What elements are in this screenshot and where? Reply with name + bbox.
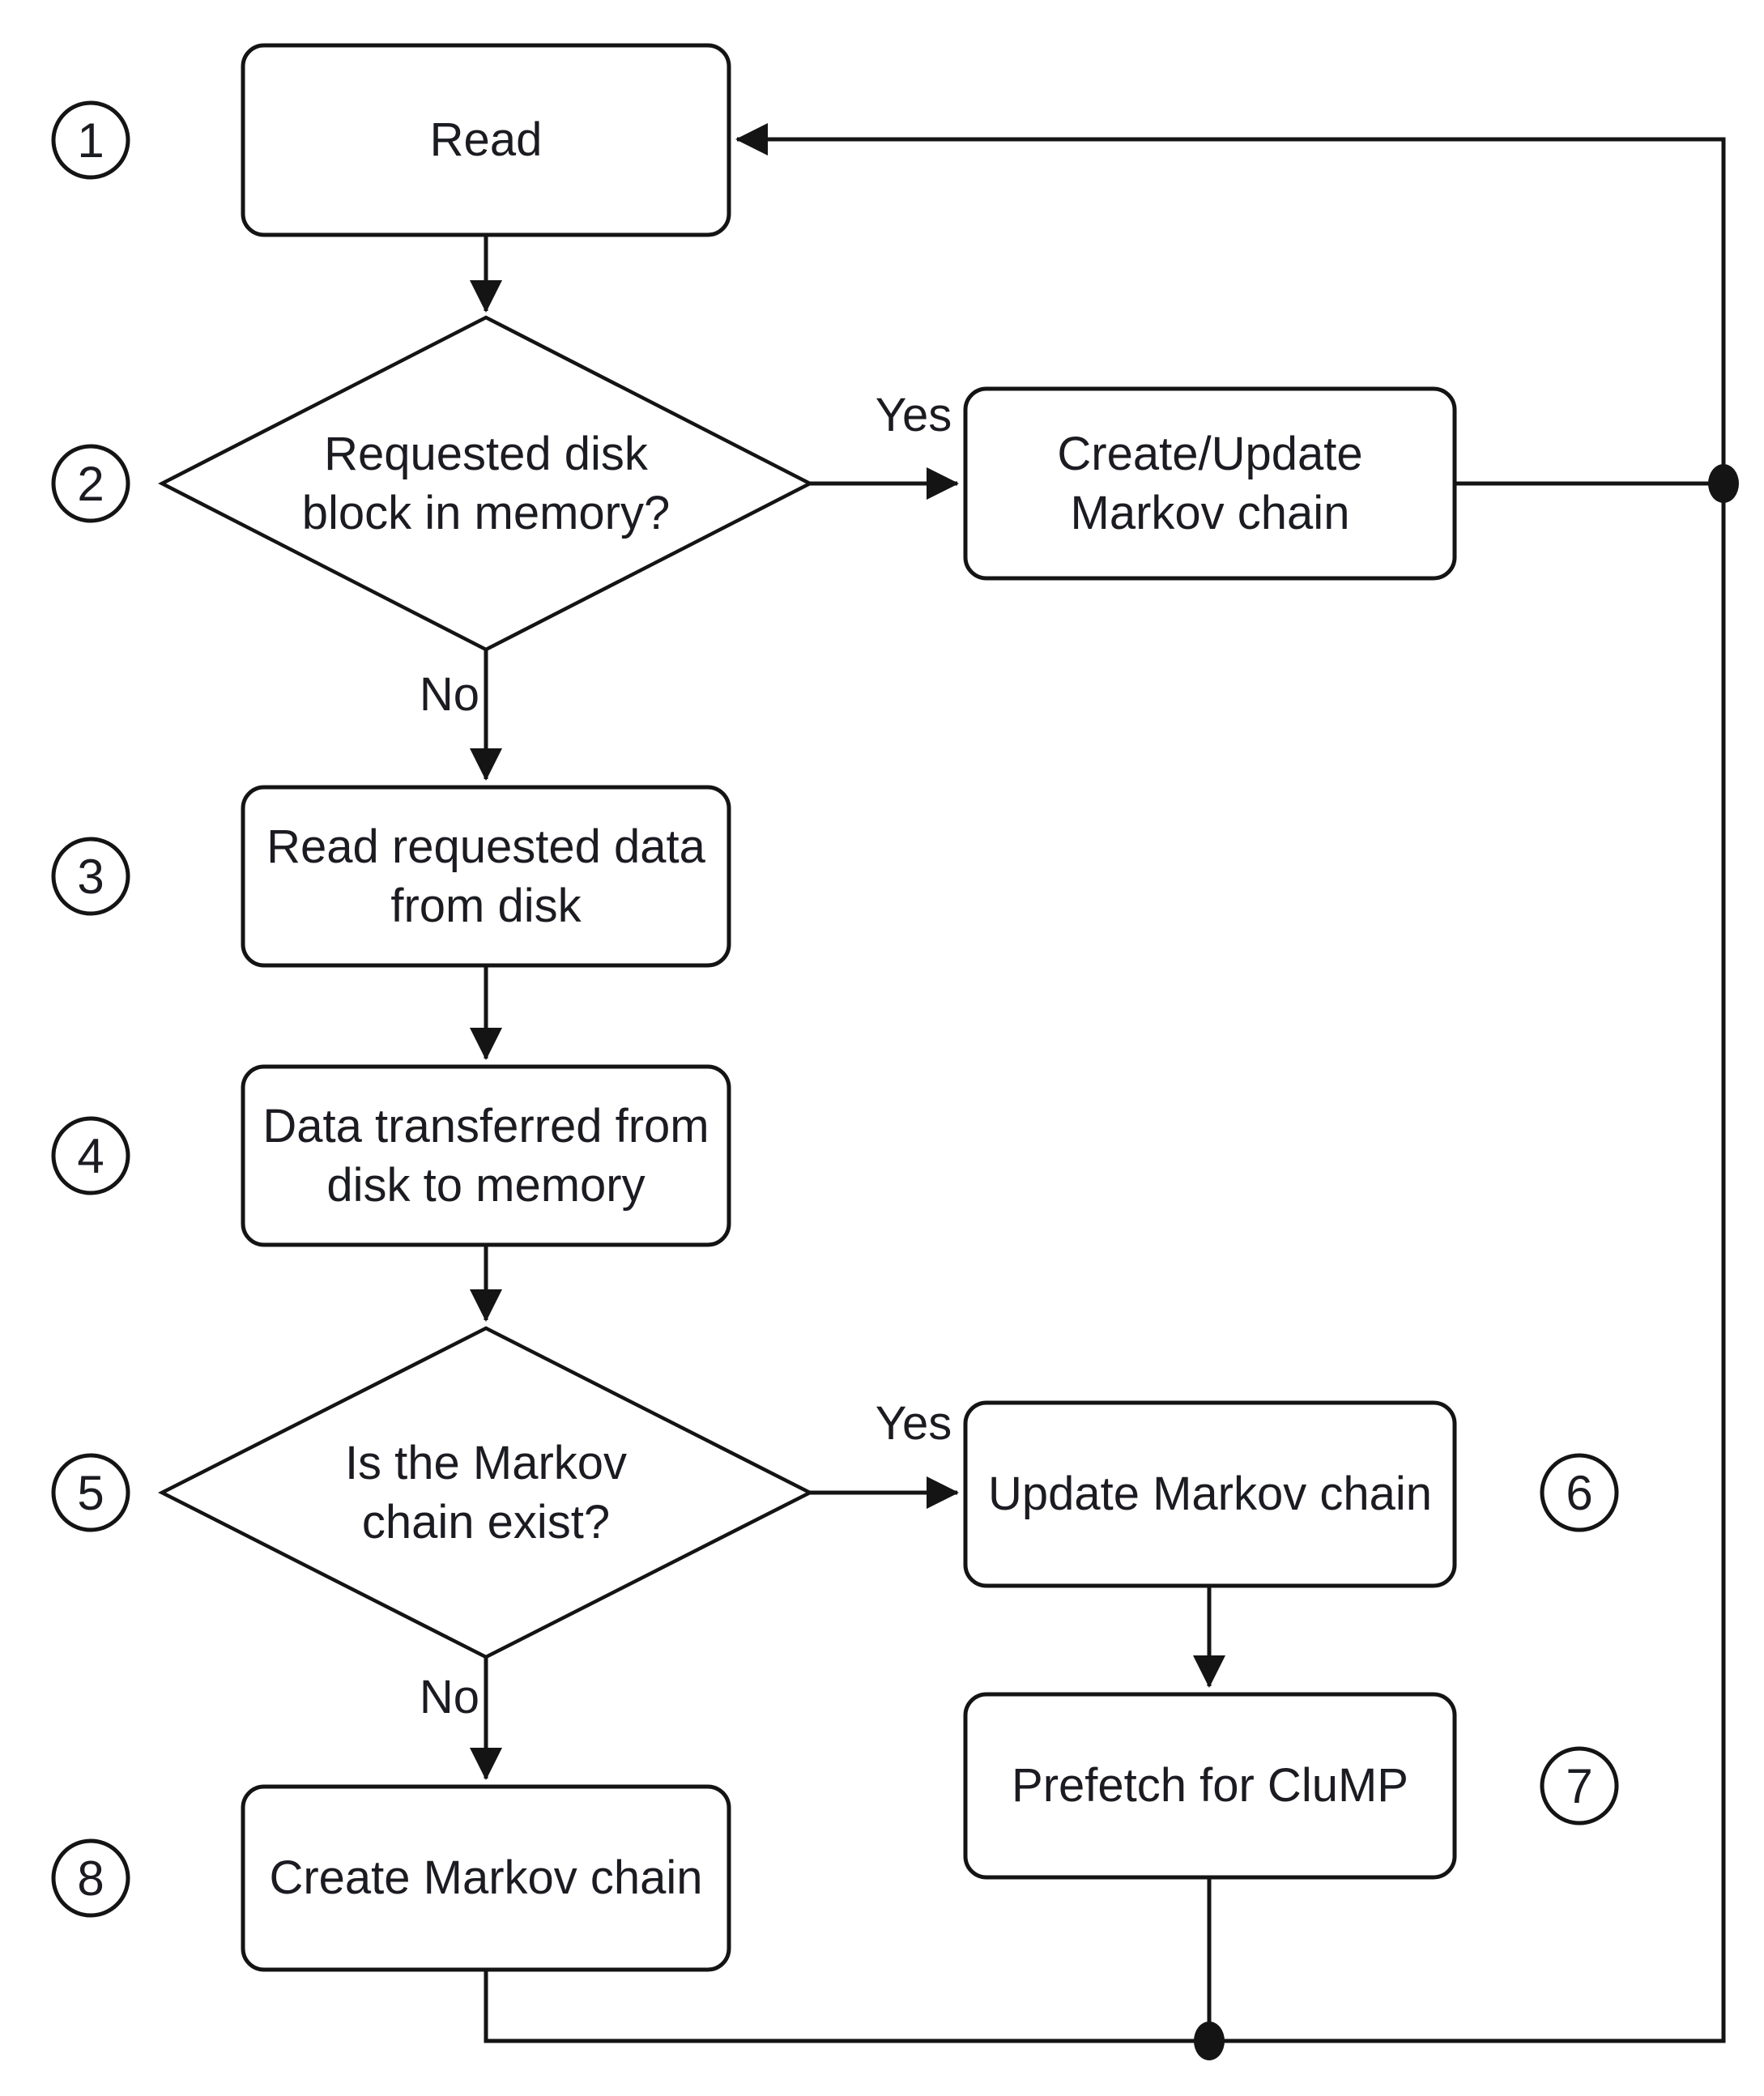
read-requested-data-box [241, 785, 731, 968]
step-circle-8 [51, 1838, 130, 1918]
step-circle-3 [51, 837, 130, 916]
step-circle-6 [1540, 1453, 1619, 1532]
prefetch-clump-box [963, 1692, 1457, 1880]
step-circle-2 [51, 444, 130, 523]
step-circle-4 [51, 1116, 130, 1195]
diamond-requested-disk [158, 315, 814, 652]
create-markov-box [241, 1784, 731, 1972]
step-circle-5 [51, 1453, 130, 1532]
junction-dot-bottom-rail [1194, 2021, 1225, 2060]
create-update-markov-box [963, 386, 1457, 581]
step-circle-1 [51, 100, 130, 180]
junction-dot-right-rail [1708, 464, 1739, 503]
data-transferred-box [241, 1064, 731, 1247]
diamond-markov-exist [158, 1326, 814, 1659]
read-box [241, 43, 731, 237]
update-markov-box [963, 1400, 1457, 1588]
step-circle-7 [1540, 1746, 1619, 1825]
edge-loop-back-to-read [484, 123, 1726, 2043]
